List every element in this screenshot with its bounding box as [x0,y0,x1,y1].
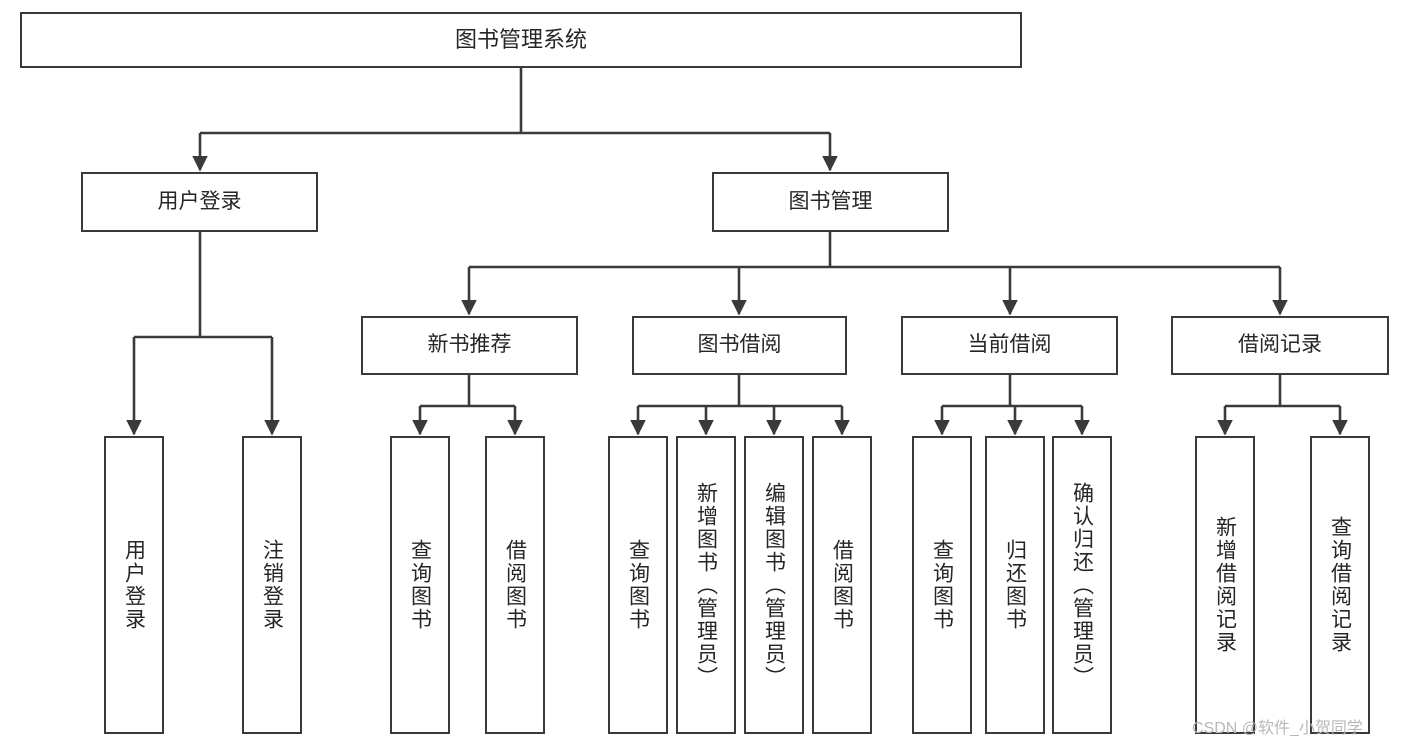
node-borrow-record[interactable]: 借阅记录 [1171,316,1389,375]
node-leaf-add-record[interactable]: 新增借阅记录 [1195,436,1255,734]
csdn-watermark: CSDN @软件_小贺同学 [1192,720,1363,737]
node-book-management[interactable]: 图书管理 [712,172,949,232]
node-current-borrow-label: 当前借阅 [967,333,1052,357]
node-new-book-recommend-label: 新书推荐 [427,333,512,357]
node-root-label: 图书管理系统 [454,27,587,53]
node-new-book-recommend[interactable]: 新书推荐 [361,316,578,375]
node-leaf-query-book-3[interactable]: 查询图书 [912,436,972,734]
node-leaf-logout-login-label: 注销登录 [260,539,284,631]
node-leaf-query-record-label: 查询借阅记录 [1328,516,1352,654]
node-borrow-record-label: 借阅记录 [1238,333,1322,357]
node-book-management-label: 图书管理 [788,189,873,213]
node-book-borrow-label: 图书借阅 [697,333,782,357]
node-root[interactable]: 图书管理系统 [20,12,1022,68]
node-leaf-user-login-label: 用户登录 [122,539,146,631]
node-leaf-add-book-label: 新增图书（管理员） [694,481,718,689]
node-leaf-edit-book[interactable]: 编辑图书（管理员） [744,436,804,734]
node-leaf-add-record-label: 新增借阅记录 [1213,516,1237,654]
node-leaf-query-book-2-label: 查询图书 [626,539,650,631]
node-leaf-query-book-2[interactable]: 查询图书 [608,436,668,734]
node-leaf-add-book[interactable]: 新增图书（管理员） [676,436,736,734]
node-leaf-borrow-book-1-label: 借阅图书 [503,539,527,631]
node-user-login-label: 用户登录 [157,189,242,213]
node-leaf-return-book[interactable]: 归还图书 [985,436,1045,734]
node-leaf-query-book-3-label: 查询图书 [930,539,954,631]
node-current-borrow[interactable]: 当前借阅 [901,316,1118,375]
node-leaf-query-book-1-label: 查询图书 [408,539,432,631]
node-user-login[interactable]: 用户登录 [81,172,318,232]
node-leaf-borrow-book-2[interactable]: 借阅图书 [812,436,872,734]
node-leaf-confirm-return[interactable]: 确认归还（管理员） [1052,436,1112,734]
node-leaf-return-book-label: 归还图书 [1003,539,1027,631]
node-book-borrow[interactable]: 图书借阅 [632,316,847,375]
node-leaf-logout-login[interactable]: 注销登录 [242,436,302,734]
node-leaf-edit-book-label: 编辑图书（管理员） [762,481,786,689]
node-leaf-query-book-1[interactable]: 查询图书 [390,436,450,734]
node-leaf-confirm-return-label: 确认归还（管理员） [1070,481,1094,689]
node-leaf-borrow-book-1[interactable]: 借阅图书 [485,436,545,734]
node-leaf-user-login[interactable]: 用户登录 [104,436,164,734]
node-leaf-borrow-book-2-label: 借阅图书 [830,539,854,631]
node-leaf-query-record[interactable]: 查询借阅记录 [1310,436,1370,734]
